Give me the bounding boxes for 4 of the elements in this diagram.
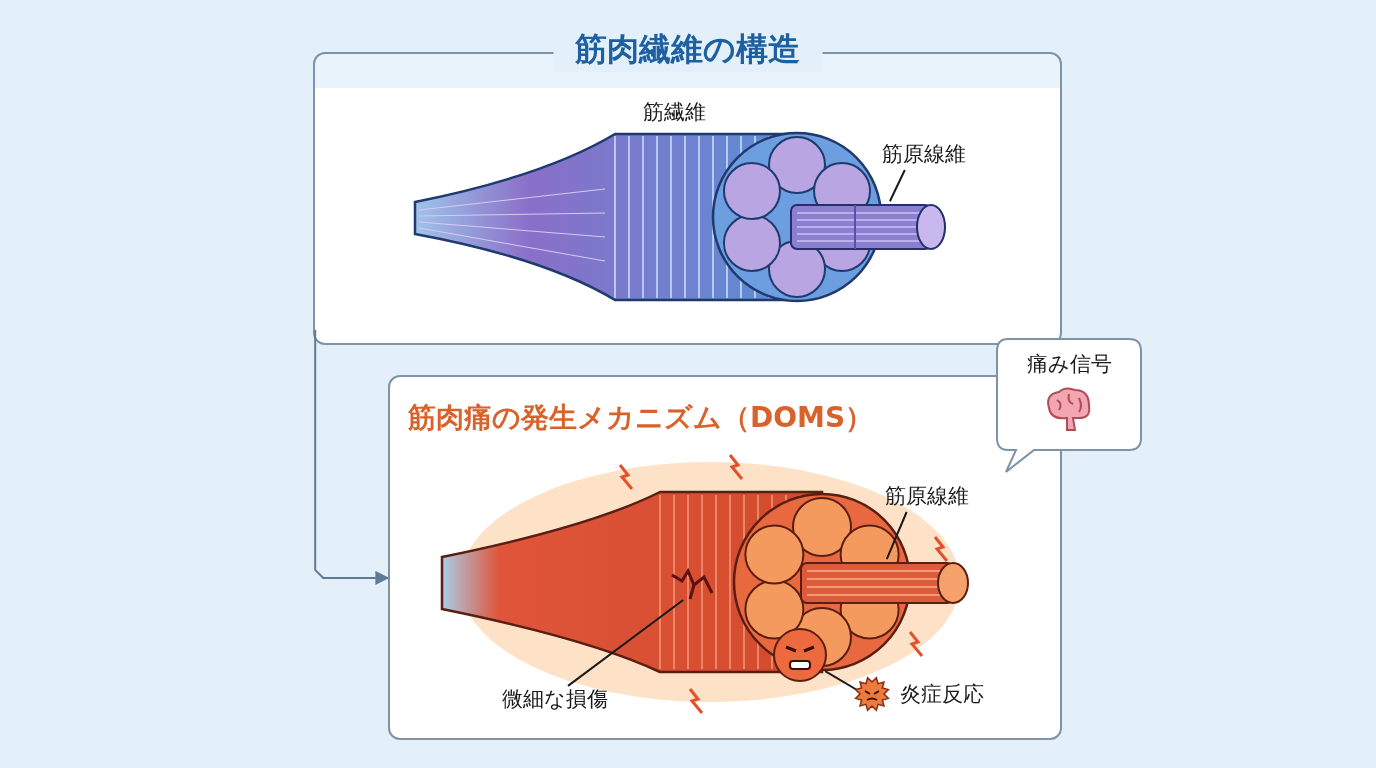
callout-text: 炎症反応 xyxy=(900,681,984,708)
bubble-text: 痛み信号 xyxy=(1025,351,1113,378)
panel-title: 筋肉痛の発生メカニズム（DOMS） xyxy=(408,400,874,436)
part-label: 筋繊維 xyxy=(643,99,706,126)
